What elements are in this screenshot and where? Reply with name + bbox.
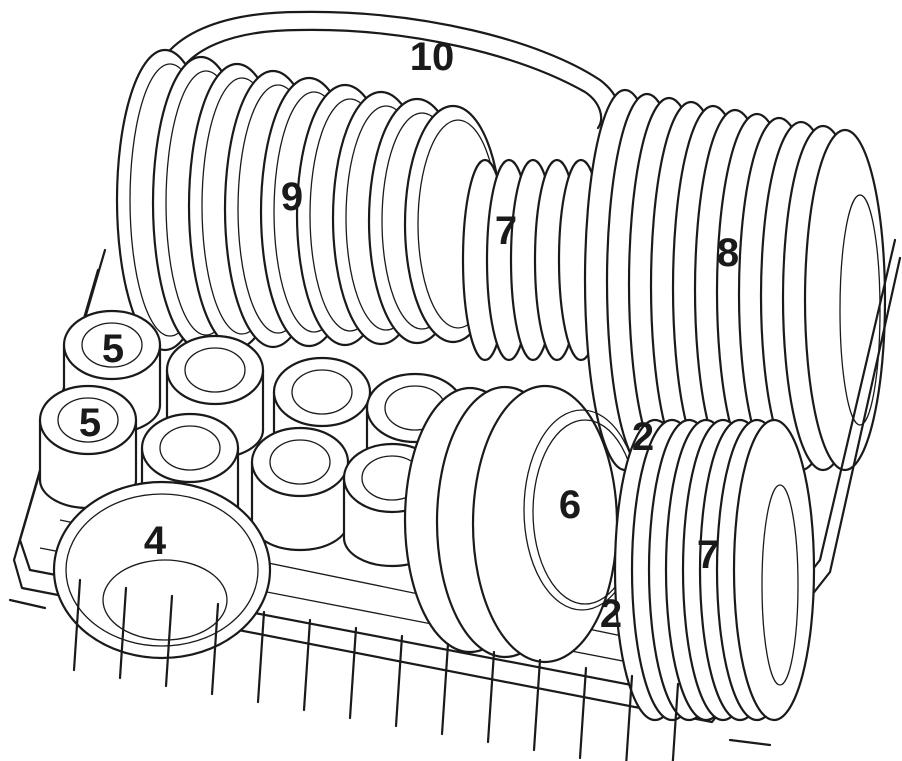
cup-top — [272, 356, 372, 428]
cup-inner — [291, 369, 353, 415]
cup-top — [38, 384, 138, 456]
plates-group-9 — [115, 48, 503, 352]
cup-top — [250, 426, 350, 498]
tine — [118, 586, 128, 680]
tine — [210, 602, 220, 696]
callout-10: 10 — [410, 35, 455, 79]
rack-tines — [72, 578, 680, 761]
cup-inner — [159, 425, 221, 471]
plates-group-6 — [403, 384, 641, 664]
tine — [256, 610, 266, 704]
cup-top — [165, 334, 265, 406]
cup-top — [62, 309, 162, 381]
tine — [348, 626, 358, 720]
cup-inner — [184, 347, 246, 393]
callout-4: 4 — [144, 519, 167, 563]
callout-7-top: 7 — [495, 209, 517, 253]
callout-9: 9 — [281, 175, 303, 219]
tine — [532, 658, 542, 752]
tine — [72, 578, 82, 672]
callout-7-bottom: 7 — [697, 533, 719, 577]
plates-group-8 — [583, 88, 887, 472]
plates-group-7-bottom — [613, 418, 816, 722]
plates-group-7-top — [461, 158, 605, 362]
plate — [732, 418, 816, 722]
cup-inner — [57, 397, 119, 443]
cup-inner — [81, 322, 143, 368]
tine — [164, 594, 174, 688]
rack-frame — [8, 238, 902, 747]
plate-rim — [761, 484, 799, 686]
cup-top — [140, 412, 240, 484]
cup-inner — [269, 439, 331, 485]
bowl-4 — [52, 480, 272, 660]
tine — [394, 634, 404, 728]
callout-5-upper: 5 — [102, 327, 124, 371]
tine — [486, 650, 496, 744]
callout-6: 6 — [559, 483, 581, 527]
callout-2-lower: 2 — [600, 592, 622, 636]
tine — [578, 666, 588, 760]
callout-2-upper: 2 — [632, 415, 654, 459]
tine — [302, 618, 312, 712]
rack-handle — [148, 10, 622, 132]
plate-rim — [839, 194, 881, 426]
tine — [440, 642, 450, 736]
tine — [625, 674, 634, 761]
callout-8: 8 — [717, 231, 739, 275]
plate — [803, 128, 887, 472]
tine — [671, 682, 680, 761]
callout-5-lower: 5 — [79, 401, 101, 445]
